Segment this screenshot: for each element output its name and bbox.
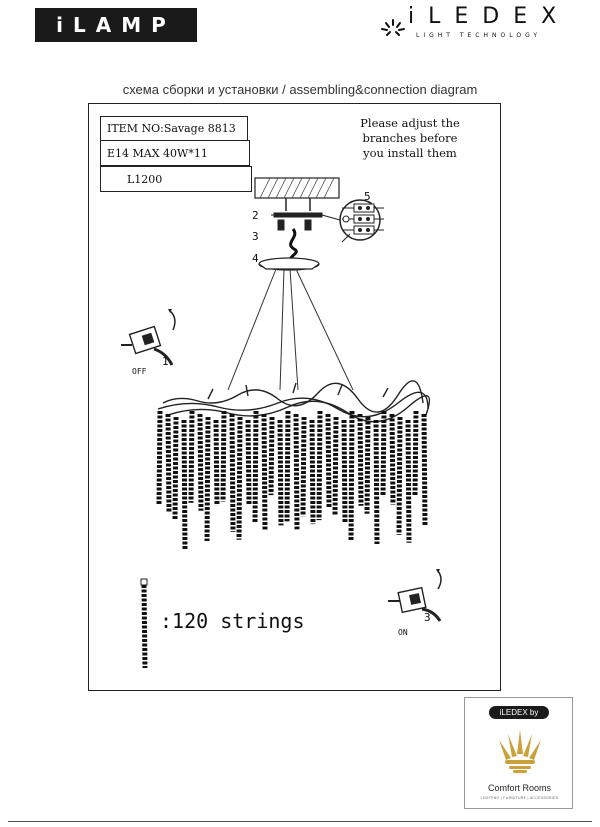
- diagram-frame: [88, 103, 501, 691]
- crystal-string: [197, 413, 204, 511]
- suspension-wires: [227, 268, 354, 391]
- diagram-title: схема сборки и установки / assembling&co…: [122, 82, 478, 97]
- iledex-logo: iLEDEX LIGHT TECHNOLOGY: [378, 4, 560, 44]
- crystal-string: [245, 419, 252, 505]
- strings-count-label: :120 strings: [160, 609, 305, 633]
- iledex-tagline: LIGHT TECHNOLOGY: [416, 32, 542, 39]
- crystal-string: [165, 413, 172, 512]
- bottom-divider: [8, 821, 592, 822]
- switch-on-icon: [388, 569, 442, 622]
- crystal-string: [172, 416, 179, 520]
- step-1-label: 1: [162, 355, 169, 368]
- crystal-string: [236, 416, 243, 540]
- crystal-string: [188, 410, 195, 503]
- crystal-string: [405, 419, 412, 543]
- crystal-strings: [156, 410, 428, 551]
- crystal-string: [325, 413, 332, 508]
- step-5-label: 5: [364, 190, 371, 203]
- crystal-string: [229, 413, 236, 532]
- chandelier-drawing: [121, 177, 442, 669]
- crystal-string: [309, 419, 316, 525]
- crystal-string: [156, 410, 163, 505]
- crystal-string: [213, 419, 220, 506]
- crystal-string: [380, 410, 387, 497]
- spec-bulbs: E14 MAX 40W*11: [107, 146, 208, 160]
- step-4-label: 4: [252, 252, 259, 265]
- canopy: [258, 257, 320, 271]
- crystal-string: [341, 419, 348, 523]
- crystal-string: [332, 416, 339, 515]
- crystal-string: [396, 416, 403, 535]
- spec-bulbs-box: E14 MAX 40W*11: [100, 140, 250, 166]
- crystal-string: [293, 413, 300, 530]
- switch-on-label: ON: [398, 628, 408, 637]
- single-string-sample: [140, 578, 148, 669]
- step-3-label: 3: [252, 230, 259, 243]
- crown-logo-icon: [499, 730, 541, 773]
- ceiling-plate: [254, 177, 340, 199]
- comfort-rooms-badge: iLEDEX by Comfort Rooms LIGHTING | FURNI…: [464, 697, 573, 809]
- crystal-string: [373, 419, 380, 545]
- step-2-label: 2: [252, 209, 259, 222]
- switch-off-label: OFF: [132, 367, 147, 376]
- crystal-string: [277, 419, 284, 526]
- spec-item-number: ITEM NO:Savage 8813: [107, 122, 236, 135]
- adjust-branches-note: Please adjust the branches before you in…: [335, 116, 485, 161]
- crystal-string: [421, 413, 428, 526]
- light-burst-icon: [381, 19, 405, 36]
- crystal-string: [364, 416, 371, 514]
- switch-off-icon: [121, 309, 176, 366]
- crystal-string: [261, 413, 268, 531]
- crystal-string: [389, 413, 396, 505]
- crystal-string: [252, 410, 259, 523]
- note-line-1: Please adjust the: [360, 116, 460, 130]
- note-line-3: you install them: [363, 146, 457, 160]
- badge-brand-name: Comfort Rooms: [487, 783, 551, 793]
- spec-length: L1200: [127, 172, 163, 186]
- badge-subtitle: LIGHTING | FURNITURE | ACCESSORIES: [480, 796, 559, 800]
- crystal-string: [300, 416, 307, 517]
- crystal-string: [204, 416, 211, 542]
- ilamp-logo-text: iLAMP: [56, 13, 176, 37]
- crystal-string: [181, 419, 188, 551]
- crystal-string: [220, 410, 227, 502]
- crystal-string: [412, 410, 419, 496]
- crystal-string: [316, 410, 323, 521]
- mounting-bracket: [271, 198, 323, 231]
- note-line-2: branches before: [362, 131, 458, 145]
- step-3-on-label: 3: [424, 611, 431, 624]
- crystal-string: [268, 416, 275, 496]
- spec-length-box: L1200: [100, 166, 252, 192]
- iledex-logo-text: iLEDEX: [408, 4, 571, 29]
- terminal-block-detail: [321, 199, 384, 243]
- ilamp-logo: iLAMP: [35, 8, 197, 42]
- power-cable: [289, 228, 298, 263]
- crystal-string: [348, 410, 355, 542]
- iledex-by-pill: iLEDEX by: [489, 706, 549, 719]
- crystal-string: [357, 413, 364, 506]
- crystal-string: [284, 410, 291, 522]
